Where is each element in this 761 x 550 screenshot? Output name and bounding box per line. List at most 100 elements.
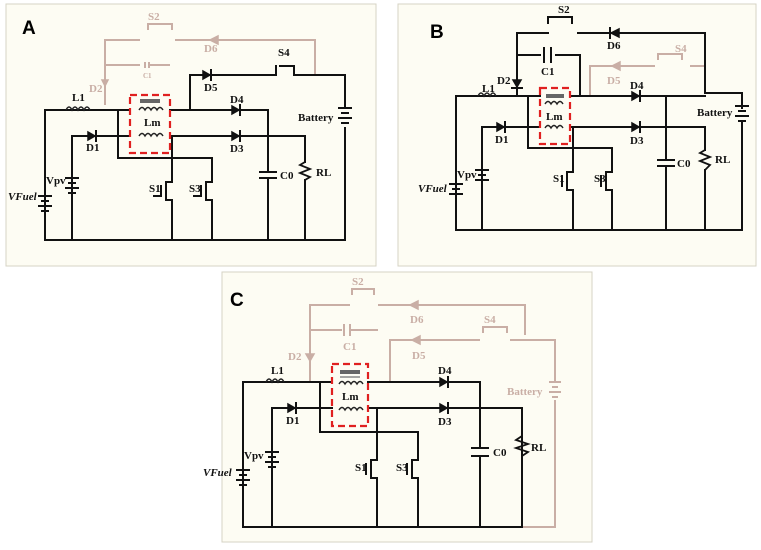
panel-b-c1-label: C1 bbox=[541, 66, 554, 78]
panel-b: B S4 D5 bbox=[397, 3, 757, 267]
panel-b-wires bbox=[455, 16, 743, 231]
panel-a-s1-label: S1 bbox=[149, 183, 161, 195]
panel-c-d5-label: D5 bbox=[412, 350, 426, 362]
panel-b-battery bbox=[735, 105, 749, 122]
panel-b-d2-diode bbox=[511, 79, 523, 89]
panel-a-d4-label: D4 bbox=[230, 94, 244, 106]
panel-b-vpv-source bbox=[475, 169, 489, 181]
panel-a-components: L1 D1 D5 D4 D3 Lm S bbox=[8, 47, 352, 212]
panel-a-c0-capacitor bbox=[259, 171, 277, 179]
panel-a-battery-label: Battery bbox=[298, 112, 334, 124]
panel-c-s2-label: S2 bbox=[352, 276, 364, 288]
panel-b-d4-diode bbox=[631, 90, 641, 102]
panel-c-rl-label: RL bbox=[531, 442, 546, 454]
panel-b-d3-diode bbox=[631, 121, 641, 133]
panel-b-d6-label: D6 bbox=[607, 40, 621, 52]
panel-a-s3-switch bbox=[193, 181, 213, 201]
panel-a-d5-diode bbox=[202, 69, 212, 81]
panel-a-d4-diode bbox=[231, 104, 241, 116]
panel-b-lm-label: Lm bbox=[546, 111, 563, 123]
panel-a-transformer-box bbox=[128, 93, 172, 155]
panel-b-rl-label: RL bbox=[715, 154, 730, 166]
panel-b-letter: B bbox=[430, 22, 444, 43]
panel-a-d3-diode bbox=[231, 130, 241, 142]
panel-b-s4-label: S4 bbox=[675, 43, 687, 55]
panel-c-rl-resistor bbox=[513, 435, 531, 457]
panel-c-vpv-label: Vpv bbox=[244, 450, 264, 462]
panel-c-s4-label: S4 bbox=[484, 314, 496, 326]
panel-c-s1-label: S1 bbox=[355, 462, 367, 474]
panel-a-rl-label: RL bbox=[316, 167, 331, 179]
panel-a-lm-label: Lm bbox=[144, 117, 161, 129]
panel-b-l1-coil bbox=[477, 92, 497, 98]
panel-b-vfuel-source bbox=[449, 183, 463, 195]
panel-a-c0-label: C0 bbox=[280, 170, 294, 182]
panel-b-s3-label: S3 bbox=[594, 173, 606, 185]
panel-c-vpv-source bbox=[265, 451, 279, 468]
panel-c-battery bbox=[549, 381, 561, 398]
panel-a-vpv-source bbox=[65, 177, 79, 194]
panel-a-d3-label: D3 bbox=[230, 143, 244, 155]
panel-a-vfuel-source bbox=[38, 195, 52, 212]
panel-a-d1-diode bbox=[87, 130, 97, 142]
panel-b-rl-resistor bbox=[697, 149, 713, 171]
panel-a-s4-label: S4 bbox=[278, 47, 290, 59]
panel-a-s3-label: S3 bbox=[189, 183, 201, 195]
panel-b-l1-label: L1 bbox=[482, 83, 495, 95]
panel-c-d4-diode bbox=[439, 376, 449, 388]
panel-b-components: S2 D6 C1 D2 L1 D1 D4 D3 Lm bbox=[418, 4, 749, 195]
panel-a-rl-resistor bbox=[297, 161, 313, 181]
panel-a-s2-label: S2 bbox=[148, 11, 160, 23]
panel-c-battery-label: Battery bbox=[507, 386, 543, 398]
panel-c-s3-switch bbox=[406, 459, 419, 479]
panel-a-inactive-branch: S2 D6 C1 D2 bbox=[89, 11, 316, 105]
panel-c-d3-diode bbox=[439, 402, 449, 414]
panel-c-c0-label: C0 bbox=[493, 447, 507, 459]
panel-c-d1-diode bbox=[287, 402, 297, 414]
panel-b-transformer-box bbox=[538, 86, 572, 146]
panel-c-components: L1 D1 D4 D3 Lm C0 RL bbox=[203, 362, 546, 486]
panel-c-d3-label: D3 bbox=[438, 416, 452, 428]
panel-a-d2-label: D2 bbox=[89, 83, 103, 95]
panel-c-transformer-box bbox=[330, 362, 370, 428]
panel-b-background bbox=[397, 3, 757, 267]
panel-a: A S2 D6 C1 D2 bbox=[5, 3, 377, 267]
panel-b-s3-switch bbox=[600, 171, 613, 191]
panel-b-d1-label: D1 bbox=[495, 134, 508, 146]
panel-b-d2-label: D2 bbox=[497, 75, 511, 87]
panel-c-c0-capacitor bbox=[471, 447, 489, 457]
panel-b-inactive-branch: S4 D5 bbox=[589, 43, 706, 96]
panel-c-s3-label: S3 bbox=[396, 462, 408, 474]
panel-a-vfuel-label: VFuel bbox=[8, 191, 38, 203]
panel-a-battery bbox=[338, 107, 352, 124]
panel-a-c1-label: C1 bbox=[143, 72, 152, 80]
panel-c-d2-label: D2 bbox=[288, 351, 302, 363]
panel-a-l1-label: L1 bbox=[72, 92, 85, 104]
panel-c-d4-label: D4 bbox=[438, 365, 452, 377]
panel-b-d4-label: D4 bbox=[630, 80, 644, 92]
panel-c-d6-label: D6 bbox=[410, 314, 424, 326]
panel-b-battery-label: Battery bbox=[697, 107, 733, 119]
panel-c-lm-label: Lm bbox=[342, 391, 359, 403]
panel-c-d1-label: D1 bbox=[286, 415, 299, 427]
panel-a-d6-label: D6 bbox=[204, 43, 218, 55]
panel-b-d1-diode bbox=[496, 121, 506, 133]
panel-c-s1-switch bbox=[365, 459, 378, 479]
panel-c: C S2 D6 C1 D2 S4 D5 bbox=[203, 271, 593, 543]
panel-b-s1-label: S1 bbox=[553, 173, 565, 185]
panel-a-d5-label: D5 bbox=[204, 82, 218, 94]
panel-b-c0-label: C0 bbox=[677, 158, 691, 170]
panel-c-inactive-branch: S2 D6 C1 D2 S4 D5 Battery bbox=[288, 276, 561, 528]
panel-a-s1-switch bbox=[153, 181, 173, 201]
panel-b-vpv-label: Vpv bbox=[457, 169, 477, 181]
panel-b-c0-capacitor bbox=[657, 159, 675, 167]
panel-c-l1-label: L1 bbox=[271, 365, 284, 377]
panel-a-vpv-label: Vpv bbox=[46, 175, 66, 187]
panel-b-s2-label: S2 bbox=[558, 4, 570, 16]
panel-c-vfuel-source bbox=[236, 469, 250, 486]
panel-c-wires bbox=[242, 381, 523, 528]
panel-a-s4-switch bbox=[269, 65, 301, 76]
panel-c-vfuel-label: VFuel bbox=[203, 467, 233, 479]
panel-b-d5-label: D5 bbox=[607, 75, 621, 87]
